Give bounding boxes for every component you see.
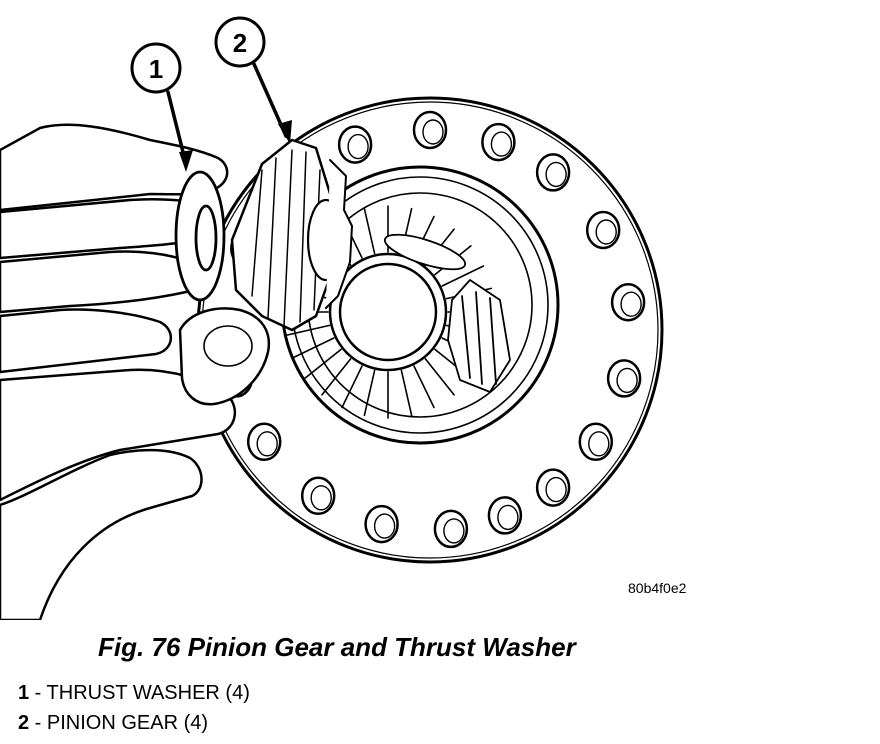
bolt-hole (433, 509, 469, 549)
legend-number: 1 (18, 682, 30, 704)
bolt-hole (412, 110, 448, 150)
gear-tooth (441, 265, 485, 287)
bolt-hole (300, 476, 336, 516)
diagram-illustration: 1 2 (0, 16, 664, 620)
legend-label: - THRUST WASHER (4) (29, 682, 250, 704)
gear-tooth (283, 324, 331, 337)
callout-2-number: 2 (233, 28, 247, 58)
gear-tooth (304, 348, 342, 379)
bolt-hole (535, 468, 571, 507)
gear-tooth (413, 365, 435, 409)
legend-label: - PINION GEAR (4) (29, 712, 209, 734)
gear-tooth (291, 337, 335, 359)
gear-tooth (424, 358, 455, 396)
gear-tooth (321, 358, 352, 396)
gear-tooth (400, 369, 413, 417)
legend-item-thrust-washer: 1 - THRUST WASHER (4) (18, 678, 250, 708)
gear-tooth (363, 207, 376, 255)
figure-caption: Fig. 76 Pinion Gear and Thrust Washer (98, 632, 576, 662)
bolt-hole (606, 359, 642, 398)
image-reference-code: 80b4f0e2 (628, 580, 687, 596)
bolt-hole (337, 125, 373, 164)
gear-tooth (363, 369, 376, 417)
pinion-gear (230, 138, 353, 332)
differential-drawing: 1 2 (0, 16, 664, 620)
installed-pinion-gear (383, 233, 511, 393)
legend: 1 - THRUST WASHER (4) 2 - PINION GEAR (4… (18, 678, 250, 738)
bolt-hole (481, 122, 516, 162)
callout-2: 2 (214, 16, 292, 144)
bolt-hole (585, 210, 621, 250)
bolt-hole (610, 282, 646, 322)
bolt-hole (364, 504, 399, 544)
callout-1: 1 (130, 42, 193, 172)
bolt-hole (246, 422, 282, 462)
bolt-hole (578, 422, 614, 462)
callout-1-number: 1 (149, 54, 163, 84)
legend-number: 2 (18, 712, 30, 734)
thrust-washer (174, 170, 226, 302)
side-gear (281, 205, 495, 419)
legend-item-pinion-gear: 2 - PINION GEAR (4) (18, 708, 250, 738)
technician-hand (0, 123, 271, 620)
bolt-hole (535, 153, 571, 192)
bolt-hole (487, 496, 523, 535)
gear-tooth (341, 365, 363, 409)
